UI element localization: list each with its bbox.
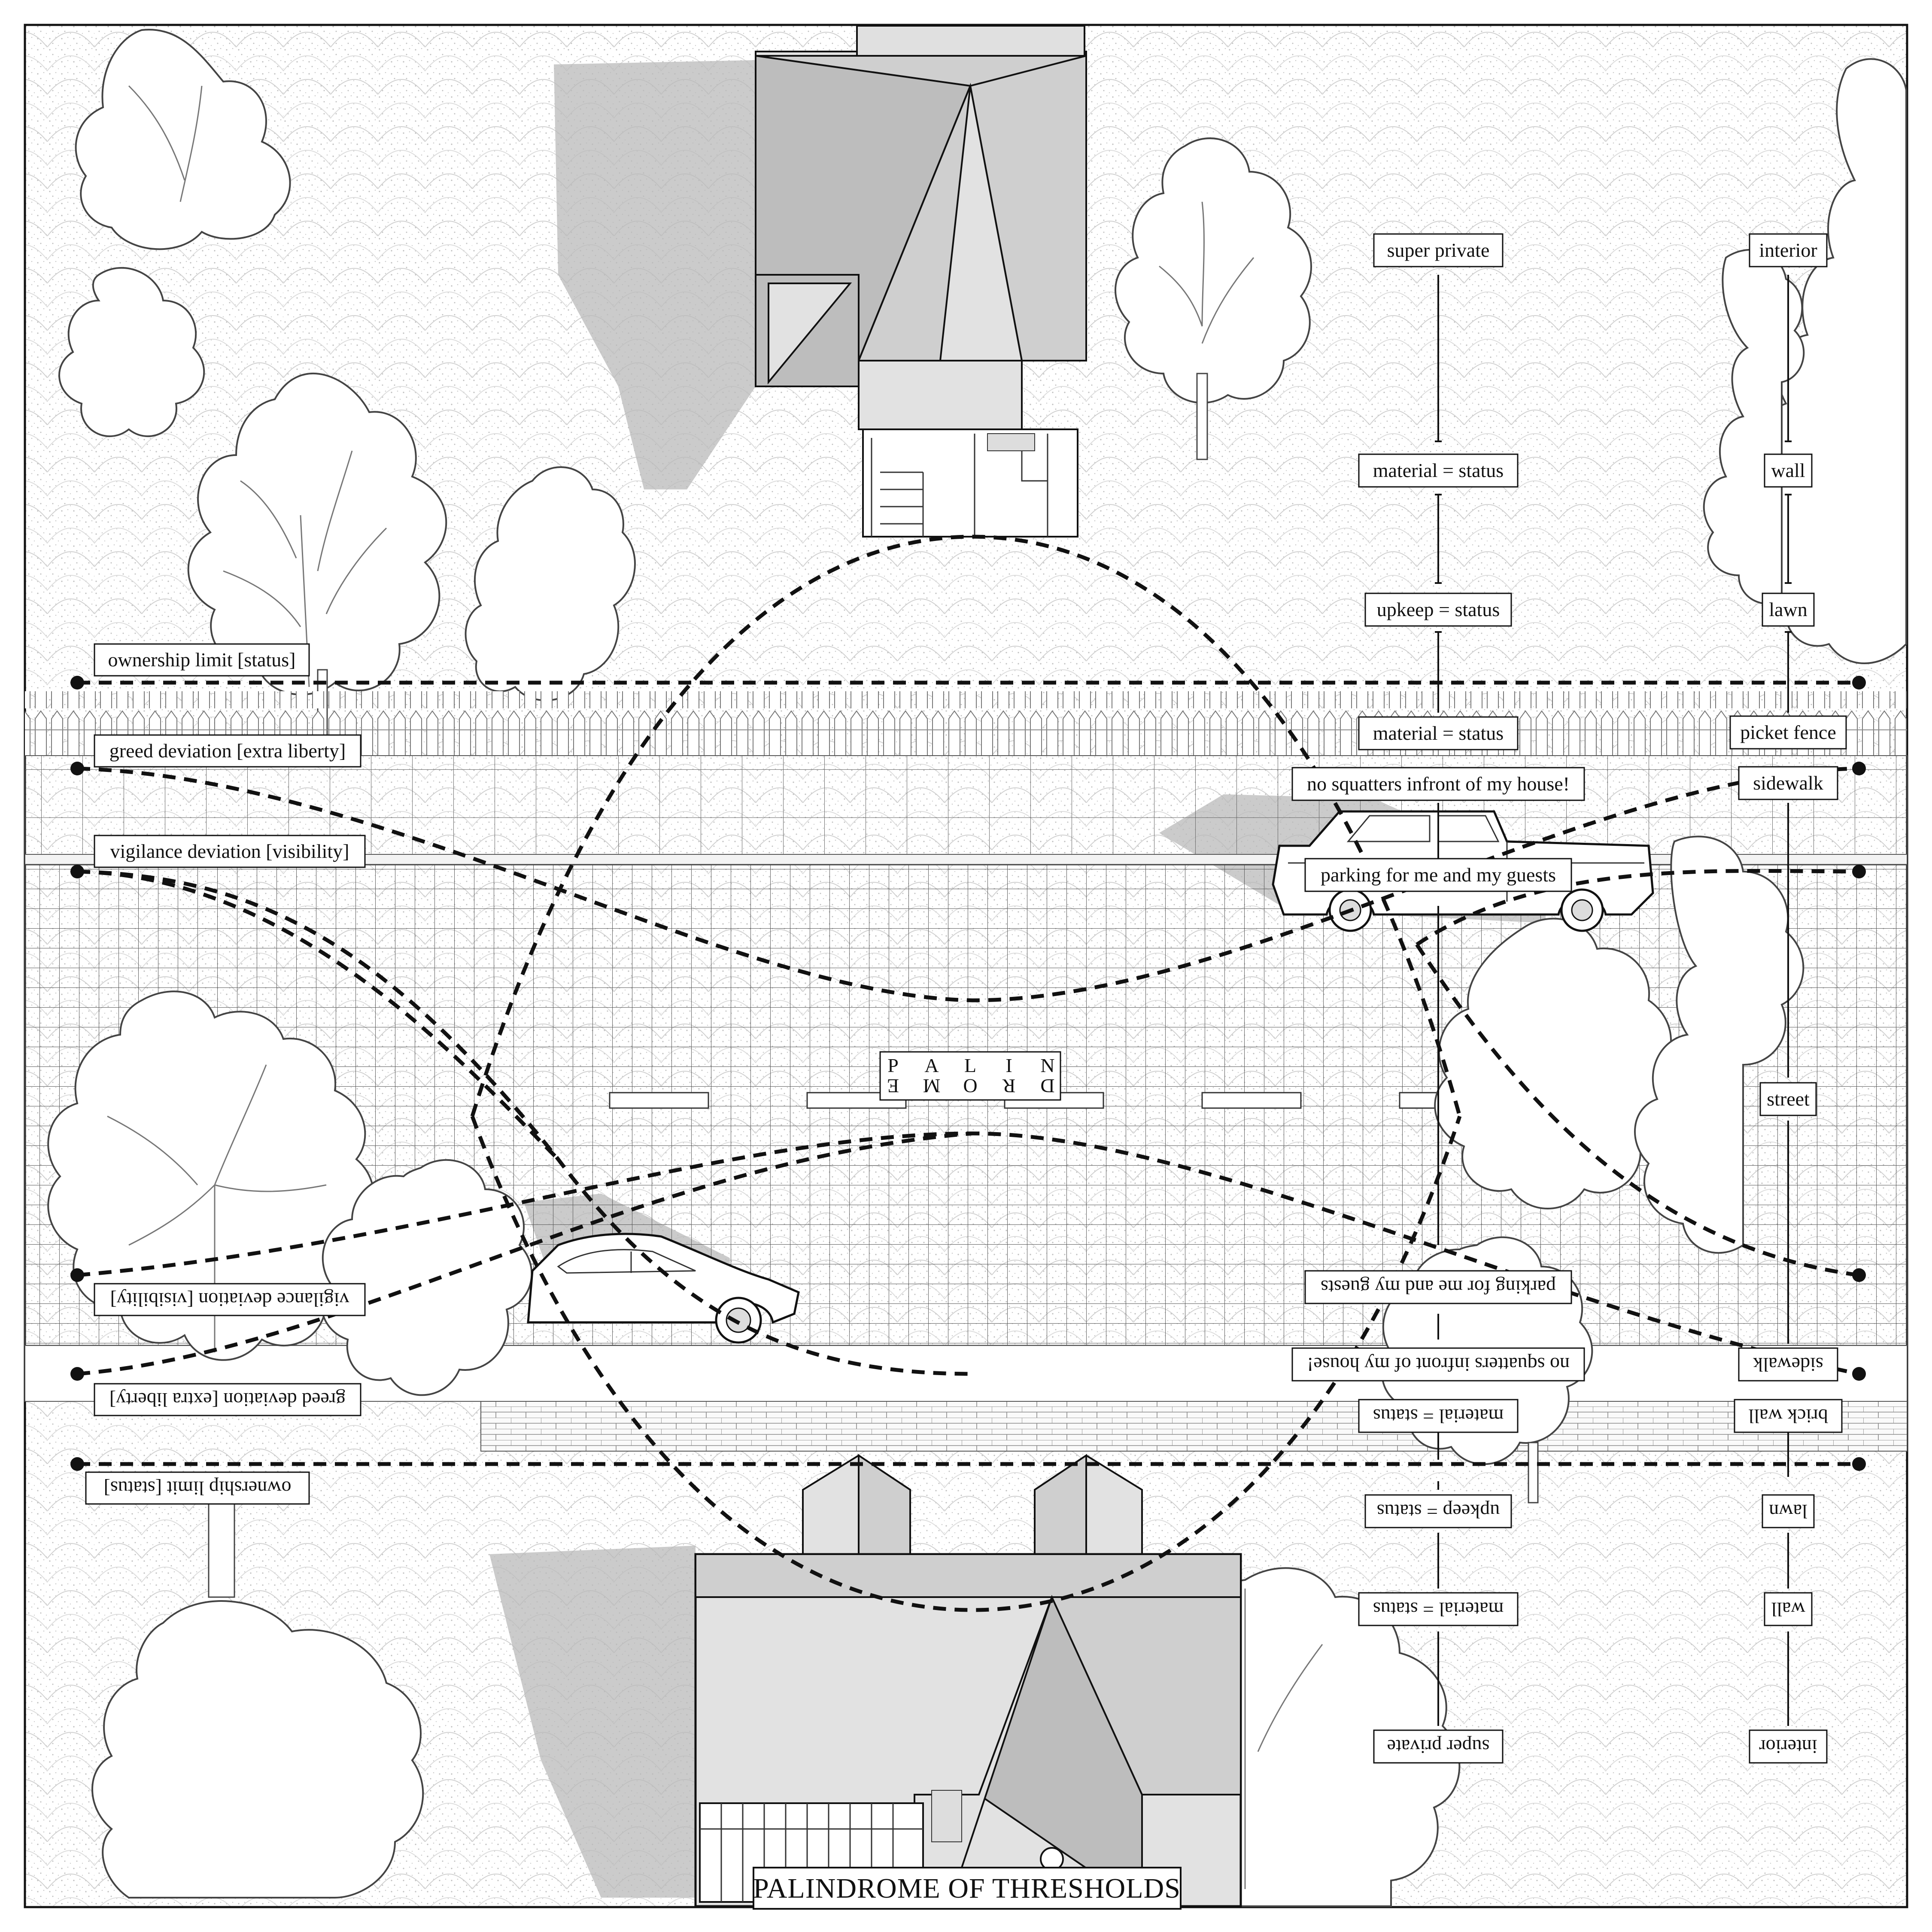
threshold-label: sidewalk [1738,1347,1838,1382]
status-label: super private [1373,233,1504,267]
svg-text:wall: wall [1771,459,1805,481]
threshold-label: brick wall [1734,1399,1843,1433]
svg-text:brick wall: brick wall [1748,1405,1828,1427]
road-letter: D [1040,1075,1054,1097]
tree-trunk [1528,1442,1539,1504]
threshold-label: wall [1764,1592,1813,1626]
svg-text:material = status: material = status [1373,722,1504,744]
deviation-label: greed deviation [extra liberty] [94,734,361,768]
road-letter: O [963,1075,977,1097]
status-label: super private [1373,1729,1504,1764]
tree-icon [75,29,291,250]
svg-text:ownership limit [status]: ownership limit [status] [108,649,296,671]
svg-text:lawn: lawn [1769,598,1807,620]
curve-endpoints [70,676,1866,1471]
tree-icon [47,990,375,1361]
deviation-label: ownership limit [status] [94,643,310,677]
road-letter: P [887,1054,899,1076]
svg-text:lawn: lawn [1769,1501,1807,1522]
house-top-icon [755,25,1087,538]
tree-icon [321,1159,533,1396]
svg-text:no squatters infront of my hou: no squatters infront of my house! [1307,1354,1570,1376]
svg-text:vigilance deviation [visibilit: vigilance deviation [visibility] [110,840,349,862]
road-letter: N [1040,1054,1054,1076]
status-label: material = status [1358,716,1519,750]
tree-icon [58,267,205,437]
brick-wall [480,1401,1908,1452]
status-label: no squatters infront of my house! [1291,1347,1585,1382]
threshold-label: lawn [1762,1494,1815,1528]
status-label: material = status [1358,1399,1519,1433]
status-label: upkeep = status [1364,1494,1512,1528]
status-label: parking for me and my guests [1304,1270,1572,1304]
road-letter: M [923,1075,941,1097]
sedan-car-icon [527,1233,800,1344]
svg-text:sidewalk: sidewalk [1753,772,1823,794]
svg-text:sidewalk: sidewalk [1753,1354,1823,1376]
tree-icon [91,1600,424,1899]
threshold-label: interior [1749,233,1828,267]
svg-text:parking for me and my guests: parking for me and my guests [1321,864,1556,886]
svg-text:interior: interior [1759,1736,1817,1758]
title-box: PALINDROME OF THRESHOLDS [753,1867,1182,1910]
status-label: material = status [1358,1592,1519,1626]
svg-text:upkeep = status: upkeep = status [1377,1501,1500,1522]
road-letter: L [964,1054,976,1076]
road-letter: E [887,1075,899,1097]
svg-text:vigilance deviation [visibilit: vigilance deviation [visibility] [110,1289,349,1311]
svg-text:super private: super private [1387,1736,1490,1758]
svg-text:super private: super private [1387,239,1490,261]
page-title: PALINDROME OF THRESHOLDS [753,1873,1181,1904]
svg-text:parking for me and my guests: parking for me and my guests [1321,1276,1556,1298]
threshold-label: street [1759,1082,1817,1116]
svg-text:material = status: material = status [1373,1598,1504,1620]
threshold-label: picket fence [1729,715,1847,750]
tree-trunk [208,1493,235,1598]
svg-text:interior: interior [1759,239,1817,261]
tree-trunk [1196,373,1208,460]
svg-text:no squatters infront of my hou: no squatters infront of my house! [1307,773,1570,795]
svg-text:street: street [1767,1088,1810,1110]
deviation-label: greed deviation [extra liberty] [94,1383,361,1416]
road-label: P A L I N D R O M E [879,1051,1061,1101]
road-letter: I [1005,1054,1012,1076]
threshold-label: sidewalk [1738,766,1838,800]
deviation-label: ownership limit [status] [85,1471,310,1505]
svg-text:material = status: material = status [1373,1405,1504,1427]
road-letter: A [924,1054,939,1076]
threshold-label: interior [1749,1729,1828,1764]
tree-icon [1703,249,1805,605]
svg-text:ownership limit [status]: ownership limit [status] [104,1477,292,1499]
svg-text:material = status: material = status [1373,459,1504,481]
deviation-label: vigilance deviation [visibility] [94,1283,366,1316]
svg-text:greed deviation [extra liberty: greed deviation [extra liberty] [109,740,346,762]
house-bottom-icon [694,1454,1242,1908]
house-shadow [554,60,756,489]
tree-icon [187,373,447,696]
threshold-label: wall [1764,453,1813,488]
status-label: parking for me and my guests [1304,858,1572,892]
tree-icon [1115,137,1312,404]
status-label: no squatters infront of my house! [1291,767,1585,801]
threshold-label: lawn [1762,592,1815,627]
status-label: material = status [1358,453,1519,488]
svg-text:picket fence: picket fence [1740,721,1836,743]
svg-text:greed deviation [extra liberty: greed deviation [extra liberty] [109,1389,346,1411]
house-shadow [489,1546,696,1898]
svg-text:wall: wall [1771,1598,1805,1620]
tree-icon [1634,835,1804,1254]
svg-text:upkeep = status: upkeep = status [1377,598,1500,620]
status-label: upkeep = status [1364,592,1512,627]
deviation-label: vigilance deviation [visibility] [94,835,366,868]
road-letter: R [1002,1075,1015,1097]
